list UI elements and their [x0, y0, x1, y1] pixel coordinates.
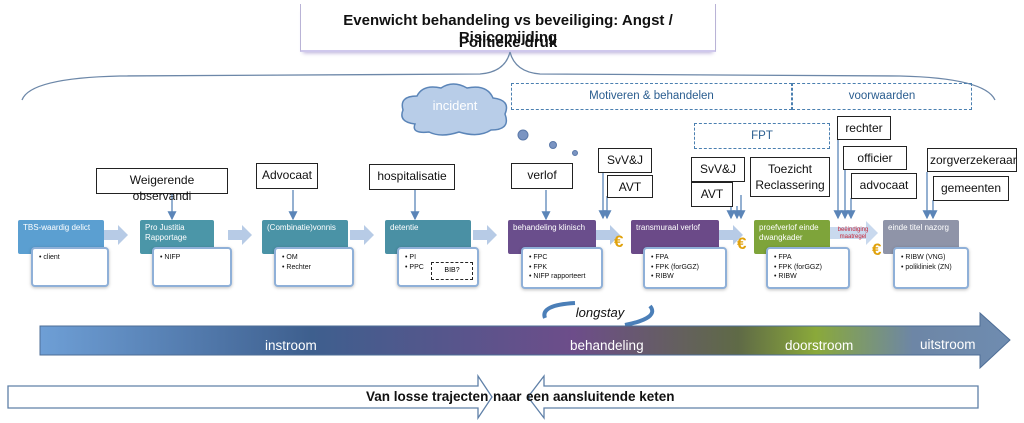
label-verlof: verlof — [511, 163, 573, 189]
flow-arrows — [104, 221, 878, 245]
stage-6-item: FPK (forGGZ) — [651, 263, 719, 273]
bottom-arrow-left — [7, 373, 493, 421]
stage-4-item: PPC — [405, 263, 471, 273]
euro-icon-3: € — [872, 240, 882, 259]
stage-5-item: FPK — [529, 263, 595, 273]
label-gemeenten: gemeenten — [933, 176, 1009, 201]
voorwaarden-box: voorwaarden — [792, 83, 972, 110]
stage-3-item: OM — [282, 253, 346, 263]
band-instroom: instroom — [265, 338, 317, 353]
label-advocaat: Advocaat — [256, 163, 318, 189]
bottom-arrow-right — [527, 374, 979, 420]
stage-7-item: FPA — [774, 253, 842, 263]
bib-box: BIB? — [431, 262, 473, 280]
stage-6-item: FPA — [651, 253, 719, 263]
thought-dot-1 — [517, 129, 529, 141]
thought-dot-3 — [572, 150, 578, 156]
phase-band — [39, 311, 1011, 370]
stage-6-item: RIBW — [651, 272, 719, 282]
incident-label: incident — [432, 98, 478, 113]
stage-4-item: PI — [405, 253, 471, 263]
bottom-text-mid: naar — [493, 389, 522, 404]
euro-icon-1: € — [614, 232, 624, 251]
thought-dot-2 — [549, 141, 557, 149]
stage-2-item: NIFP — [160, 253, 224, 263]
title-line-2: Politieke druk — [458, 34, 558, 51]
stage-body-8: RIBW (VNG) polikliniek (ZN) — [893, 247, 969, 289]
label-svvj-2: SvV&J — [691, 157, 745, 182]
band-uitstroom: uitstroom — [920, 337, 976, 352]
bottom-text-left: Van losse trajecten — [366, 389, 489, 404]
stage-5-item: NIFP rapporteert — [529, 272, 595, 282]
stage-8-item: polikliniek (ZN) — [901, 263, 961, 273]
stage-body-6: FPA FPK (forGGZ) RIBW — [643, 247, 727, 289]
label-avt-1: AVT — [607, 175, 653, 198]
longstay-arrow-bottom — [624, 304, 655, 327]
incident-cloud — [401, 83, 508, 136]
band-behandeling: behandeling — [570, 338, 644, 353]
stage-7-item: FPK (forGGZ) — [774, 263, 842, 273]
beeindiging-label: beëindiging maatregel — [837, 227, 869, 240]
label-officier: officier — [843, 146, 907, 170]
stage-5-item: FPC — [529, 253, 595, 263]
label-svvj-1: SvV&J — [598, 148, 652, 173]
label-advocaat-2: advocaat — [851, 173, 917, 199]
label-weigerende: Weigerende observandi — [96, 168, 228, 203]
stage-body-5: FPC FPK NIFP rapporteert — [521, 247, 603, 289]
label-avt-2: AVT — [691, 182, 733, 207]
stage-8-item: RIBW (VNG) — [901, 253, 961, 263]
stage-1-item: client — [39, 253, 101, 263]
stage-7-item: RIBW — [774, 272, 842, 282]
stage-3-item: Rechter — [282, 263, 346, 273]
fpt-box: FPT — [694, 123, 830, 149]
label-hospitalisatie: hospitalisatie — [369, 164, 455, 190]
longstay-arrow-top — [542, 301, 576, 319]
stage-body-7: FPA FPK (forGGZ) RIBW — [766, 247, 850, 289]
band-doorstroom: doorstroom — [785, 338, 854, 353]
longstay-label: longstay — [575, 305, 625, 320]
stage-body-1: client — [31, 247, 109, 287]
euro-icon-2: € — [737, 234, 747, 253]
label-toezicht: Toezicht Reclassering — [750, 157, 830, 197]
label-zorgverzekeraar: zorgverzekeraar — [927, 148, 1017, 172]
motiveren-box: Motiveren & behandelen — [511, 83, 792, 110]
title-line-1: Evenwicht behandeling vs beveiliging: An… — [343, 12, 673, 46]
stage-body-3: OM Rechter — [274, 247, 354, 287]
label-rechter: rechter — [837, 116, 891, 140]
title-box: Evenwicht behandeling vs beveiliging: An… — [300, 4, 716, 52]
stage-body-4: PI PPC — [397, 247, 479, 287]
brace-line — [21, 51, 996, 101]
bottom-text-right: een aansluitende keten — [526, 389, 675, 404]
stage-body-2: NIFP — [152, 247, 232, 287]
